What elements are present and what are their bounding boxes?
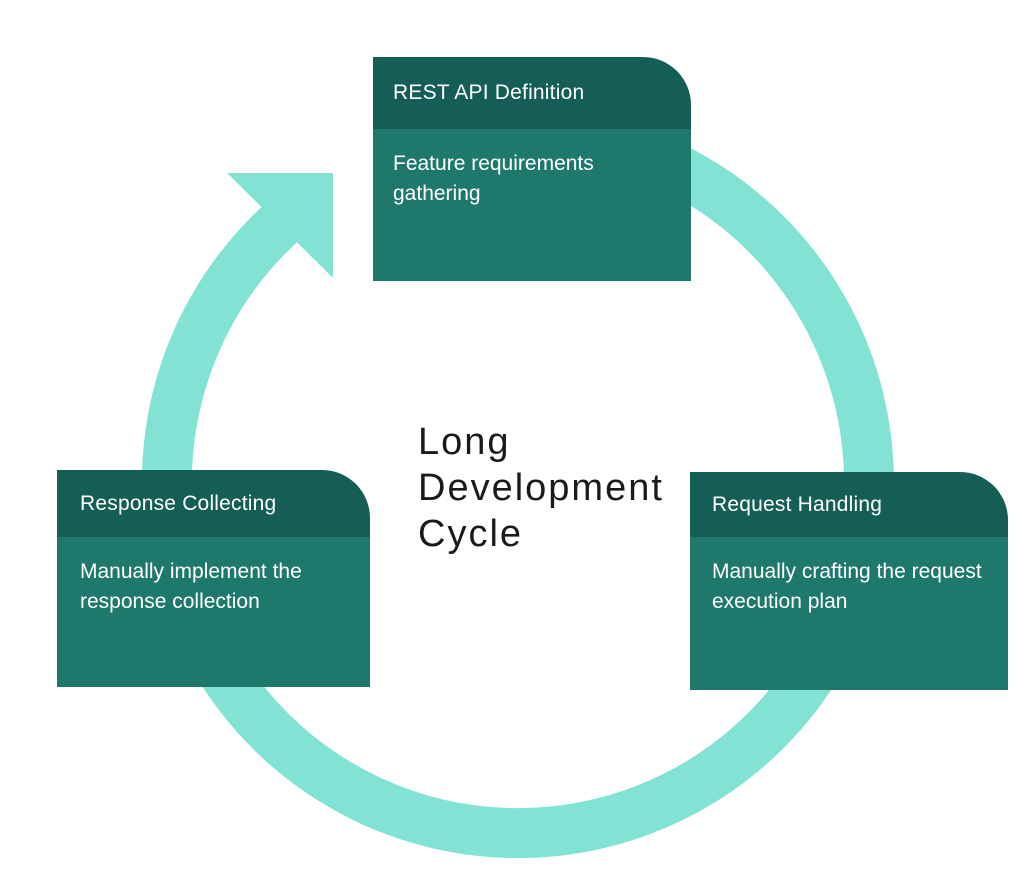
diagram-title-line: Long	[418, 421, 511, 463]
card-rest-api-definition: REST API Definition Feature requirements…	[373, 57, 691, 281]
card-request-handling: Request Handling Manually crafting the r…	[690, 472, 1008, 690]
card-description: Feature requirements gathering	[373, 129, 691, 281]
card-description: Manually crafting the request execution …	[690, 537, 1008, 690]
card-title: Request Handling	[690, 472, 1008, 537]
diagram-title-line: Development	[418, 467, 664, 509]
card-title: REST API Definition	[373, 57, 691, 129]
card-description: Manually implement the response collecti…	[57, 537, 370, 687]
diagram-title-line: Cycle	[418, 513, 524, 555]
diagram-title: Long Development Cycle	[418, 419, 664, 557]
card-title: Response Collecting	[57, 470, 370, 537]
cycle-arrowhead-icon	[227, 173, 333, 278]
card-response-collecting: Response Collecting Manually implement t…	[57, 470, 370, 687]
